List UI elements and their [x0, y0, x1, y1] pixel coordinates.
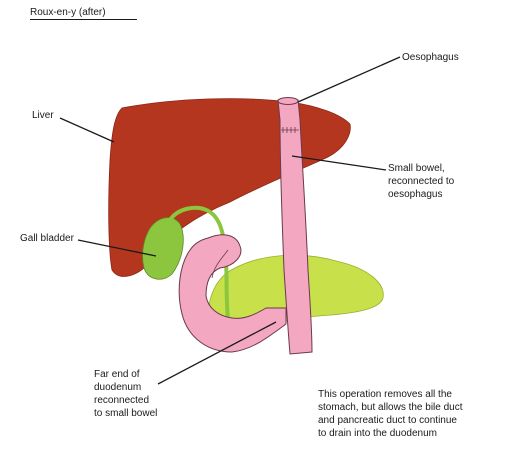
liver-label: Liver	[32, 109, 54, 122]
far-end-duodenum-label: Far end of duodenum reconnected to small…	[94, 368, 157, 420]
oesophagus-opening	[278, 98, 298, 105]
gall-bladder-label: Gall bladder	[20, 232, 74, 245]
liver-pointer	[60, 118, 114, 142]
oesophagus-pointer	[298, 57, 400, 102]
operation-note: This operation removes all the stomach, …	[318, 388, 463, 440]
oesophagus-label: Oesophagus	[402, 51, 459, 64]
small-bowel-label: Small bowel, reconnected to oesophagus	[388, 162, 454, 201]
